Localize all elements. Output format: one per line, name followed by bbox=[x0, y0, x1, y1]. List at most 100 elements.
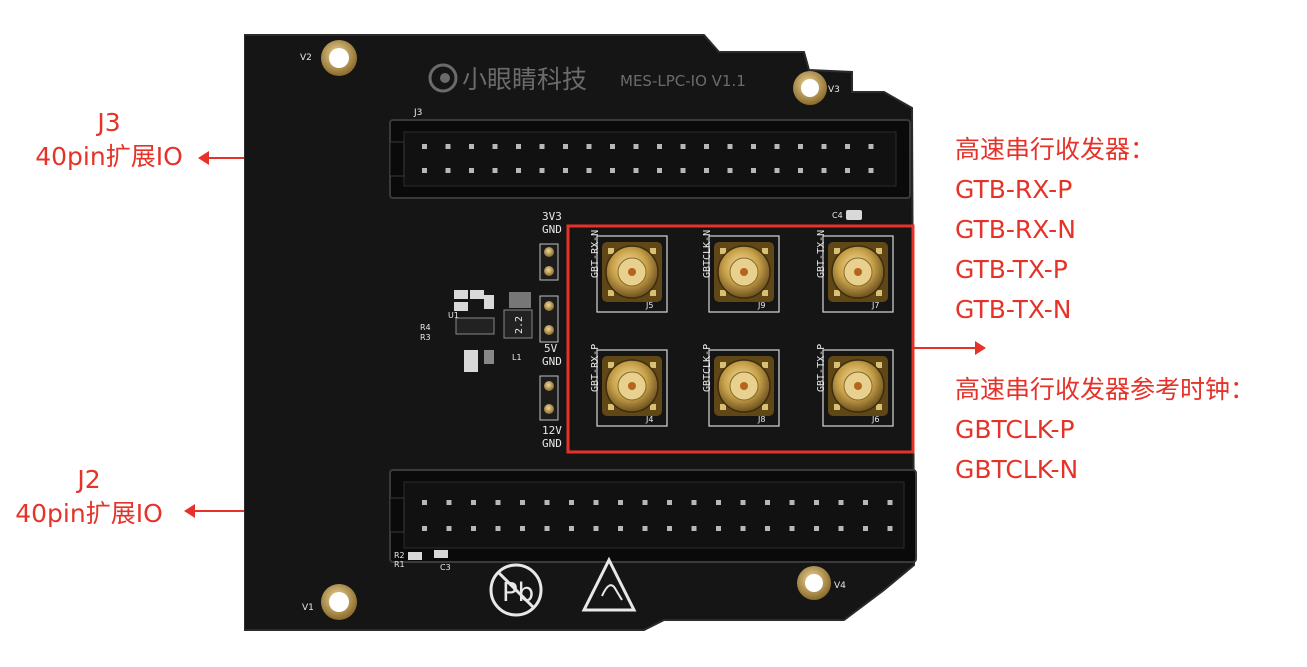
header-pin bbox=[814, 526, 819, 531]
header-pin bbox=[667, 500, 672, 505]
sma-label: GBTCLK-P bbox=[702, 344, 713, 392]
header-pin bbox=[887, 526, 893, 531]
sma-label: GBT-RX-N bbox=[590, 230, 601, 278]
header-pin bbox=[569, 526, 574, 531]
header-pin bbox=[492, 144, 498, 149]
component-ref: L1 bbox=[512, 353, 522, 362]
mount-hole-v2: V2 bbox=[300, 40, 357, 76]
header-pin bbox=[544, 500, 550, 505]
header-pin bbox=[838, 526, 844, 531]
transceiver-signal: GTB-TX-P bbox=[955, 255, 1068, 284]
header-pin bbox=[868, 144, 874, 149]
sma-label: GBT-TX-N bbox=[816, 230, 827, 278]
mount-label: V1 bbox=[302, 603, 314, 613]
header-pin bbox=[539, 144, 545, 149]
mount-hole-v4: V4 bbox=[797, 566, 846, 600]
header-pin bbox=[516, 144, 521, 149]
header-pin bbox=[751, 168, 756, 173]
model-text: MES-LPC-IO V1.1 bbox=[620, 72, 746, 90]
component-cluster: 2.2 R4 R3 L1 U1 bbox=[420, 290, 533, 372]
header-pin bbox=[446, 500, 452, 505]
header-pin bbox=[751, 144, 756, 149]
header-pin bbox=[471, 500, 476, 505]
header-pin bbox=[445, 144, 451, 149]
header-pin bbox=[492, 168, 498, 173]
header-pin bbox=[469, 144, 474, 149]
mount-label: V4 bbox=[834, 581, 846, 591]
j2-callout: J2 40pin扩展IO bbox=[0, 463, 178, 531]
header-pin bbox=[845, 144, 850, 149]
clock-callout: 高速串行收发器参考时钟： GBTCLK-P GBTCLK-N bbox=[955, 370, 1255, 490]
component-ref: C3 bbox=[440, 563, 451, 572]
header-label: J3 bbox=[413, 108, 422, 118]
sma-ref: J5 bbox=[645, 301, 653, 310]
sma-label: GBT-RX-P bbox=[590, 344, 601, 392]
sma-ref: J6 bbox=[871, 415, 879, 424]
header-pin bbox=[774, 168, 780, 173]
sma-label: GBTCLK-N bbox=[702, 230, 713, 278]
board-logo: 小眼睛科技 MES-LPC-IO V1.1 bbox=[428, 63, 746, 94]
lead-free-icon: Pb bbox=[489, 563, 543, 617]
header-pin bbox=[520, 500, 525, 505]
header-pin bbox=[563, 144, 568, 149]
power-label: GND bbox=[542, 355, 562, 368]
header-pin bbox=[680, 168, 686, 173]
header-pin bbox=[704, 168, 709, 173]
mount-label: V2 bbox=[300, 53, 312, 63]
header-pin bbox=[765, 500, 770, 505]
j3-callout-desc: 40pin扩展IO bbox=[35, 142, 183, 171]
header-pin bbox=[633, 168, 639, 173]
header-pin bbox=[716, 500, 721, 505]
j3-callout-title: J3 bbox=[97, 108, 121, 137]
header-j3: J3 bbox=[389, 108, 911, 199]
header-pin bbox=[569, 500, 574, 505]
sma-label: GBT-TX-P bbox=[816, 344, 827, 392]
header-pin bbox=[471, 526, 476, 531]
power-label: 3V3 bbox=[542, 210, 562, 223]
header-pin bbox=[657, 144, 662, 149]
header-pin bbox=[618, 500, 623, 505]
sma-highlight-box bbox=[566, 224, 915, 454]
esd-warning-icon bbox=[581, 556, 637, 612]
power-label: GND bbox=[542, 437, 562, 450]
header-pin bbox=[774, 144, 780, 149]
mount-label: V3 bbox=[828, 85, 840, 95]
transceiver-title: 高速串行收发器： bbox=[955, 135, 1156, 164]
header-pin bbox=[798, 168, 803, 173]
header-pin bbox=[727, 144, 733, 149]
header-pin bbox=[610, 168, 615, 173]
header-pin bbox=[642, 526, 648, 531]
header-pins bbox=[422, 144, 874, 173]
sma-connector: GBT-RX-N J5 bbox=[590, 230, 668, 313]
sma-connector: GBTCLK-P J8 bbox=[702, 344, 780, 427]
header-pin bbox=[422, 168, 427, 173]
sma-ref: J7 bbox=[871, 301, 879, 310]
header-pin bbox=[422, 144, 427, 149]
transceiver-callout: 高速串行收发器： GTB-RX-P GTB-RX-N GTB-TX-P GTB-… bbox=[955, 130, 1155, 330]
header-pin bbox=[520, 526, 525, 531]
mount-hole-v3: V3 bbox=[793, 71, 840, 105]
sma-ref: J9 bbox=[757, 301, 765, 310]
header-pin bbox=[863, 526, 868, 531]
sma-ref: J8 bbox=[757, 415, 765, 424]
header-pin bbox=[586, 168, 592, 173]
transceiver-signal: GTB-TX-N bbox=[955, 295, 1072, 324]
header-pin bbox=[727, 168, 733, 173]
header-pin bbox=[691, 500, 697, 505]
header-pins bbox=[422, 500, 893, 531]
header-pin bbox=[863, 500, 868, 505]
header-pin bbox=[868, 168, 874, 173]
component-ref: R4 bbox=[420, 323, 431, 332]
clock-title: 高速串行收发器参考时钟： bbox=[955, 375, 1256, 404]
transceiver-signal: GTB-RX-P bbox=[955, 175, 1073, 204]
transceiver-signal: GTB-RX-N bbox=[955, 215, 1076, 244]
sma-connector: GBT-TX-P J6 bbox=[816, 344, 894, 427]
sma-connector: GBT-RX-PJ4 bbox=[590, 344, 668, 427]
header-pin bbox=[691, 526, 697, 531]
header-pin bbox=[495, 526, 501, 531]
power-label: GND bbox=[542, 223, 562, 236]
header-pin bbox=[704, 144, 709, 149]
header-pin bbox=[422, 526, 427, 531]
header-pin bbox=[593, 500, 599, 505]
header-pin bbox=[821, 144, 827, 149]
